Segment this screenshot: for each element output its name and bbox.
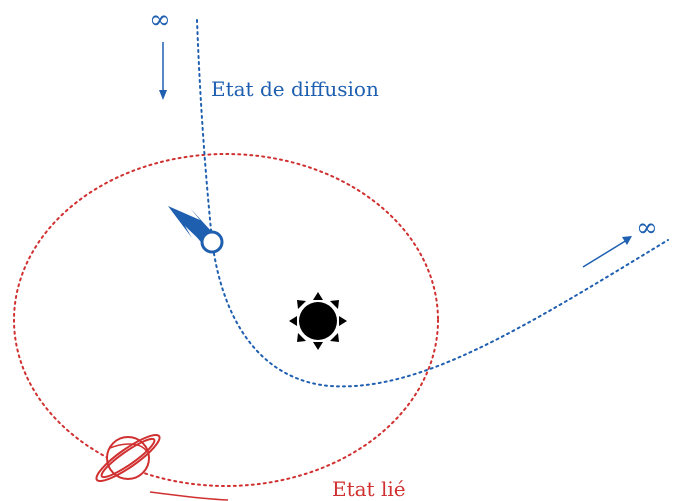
outgoing-arrow	[582, 236, 632, 268]
bound-orbit	[13, 153, 439, 487]
incoming-arrow	[159, 42, 167, 100]
scattering-trajectory	[196, 19, 669, 388]
bound-state-label: Etat lié	[332, 477, 406, 501]
comet-icon	[168, 206, 224, 254]
infinity-right-label: ∞	[636, 213, 658, 243]
infinity-top-label: ∞	[149, 5, 171, 35]
scattering-state-label: Etat de diffusion	[211, 77, 379, 101]
bound-arrow	[149, 491, 229, 501]
sun-icon	[289, 292, 347, 350]
ringed-planet-icon	[95, 433, 161, 483]
